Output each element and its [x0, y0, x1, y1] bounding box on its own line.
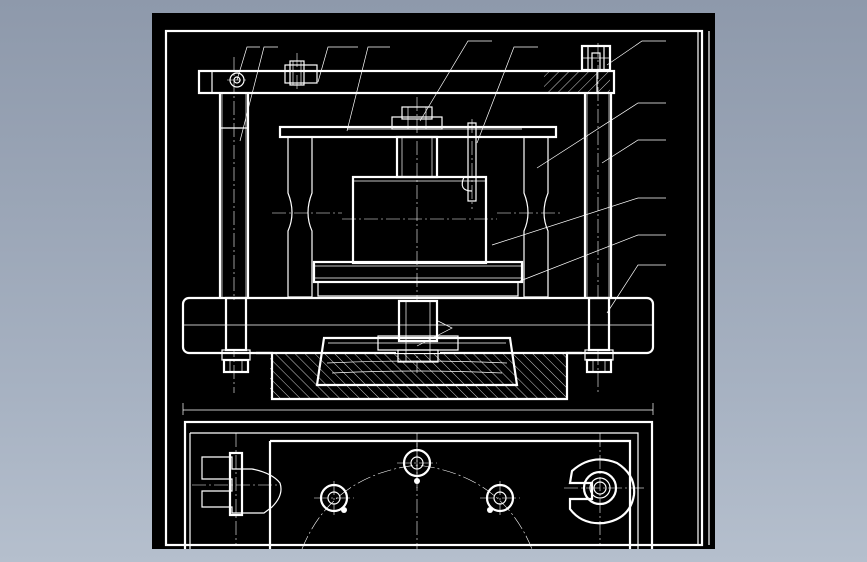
overall-dimension: [182, 403, 654, 415]
base-center-bolt: [377, 299, 459, 363]
left-base-bolt: [221, 296, 251, 374]
left-guide-sleeve: [287, 136, 313, 298]
work-table: [312, 260, 524, 297]
locating-pin: [467, 119, 477, 209]
cad-drawing: [164, 29, 710, 549]
right-guide-sleeve: [523, 136, 549, 298]
plan-view: [183, 420, 654, 549]
outer-border: [164, 29, 704, 547]
drawing-frame: [164, 29, 710, 547]
cad-drawing-viewport[interactable]: [152, 13, 715, 549]
plan-right-bushing: [564, 433, 644, 545]
plan-hole-right: [480, 481, 520, 515]
front-section-view: [181, 40, 666, 415]
base-body: [256, 336, 582, 401]
right-top-bolt: [580, 44, 612, 72]
top-beam: [197, 69, 616, 95]
base-plate: [181, 296, 655, 355]
right-base-bolt: [584, 296, 614, 374]
top-nut-assembly: [284, 53, 318, 93]
plan-hole-left: [314, 481, 354, 515]
plan-outline: [183, 420, 654, 549]
part-callouts: [236, 40, 666, 347]
plan-left-clamp: [192, 433, 282, 545]
